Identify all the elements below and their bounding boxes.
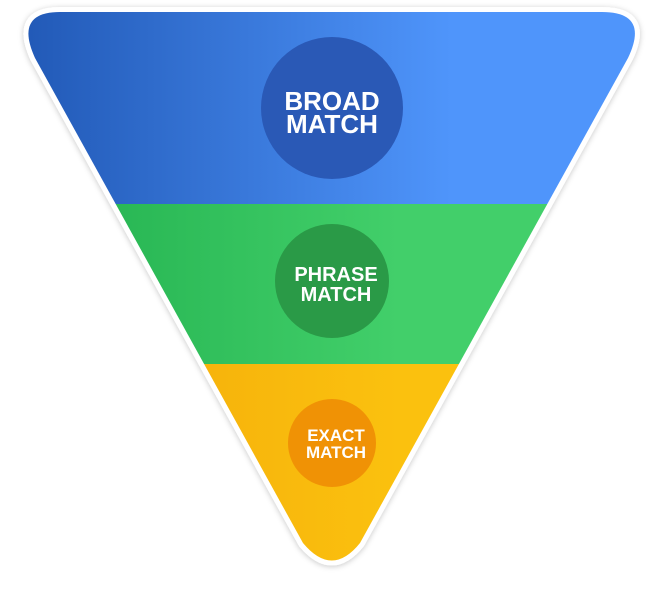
broad-match-label-line2: MATCH <box>286 109 378 139</box>
broad-match-label-line1: BROAD <box>284 86 379 116</box>
broad-match-node: BROAD MATCH <box>261 37 403 179</box>
exact-match-label-line2: MATCH <box>306 443 366 462</box>
exact-match-label-line1: EXACT <box>307 426 365 445</box>
phrase-match-circle <box>275 224 389 338</box>
exact-match-circle <box>288 399 376 487</box>
phrase-match-label-line1: PHRASE <box>294 264 377 286</box>
exact-match-node: EXACT MATCH <box>288 399 376 487</box>
phrase-match-node: PHRASE MATCH <box>275 224 389 338</box>
broad-match-circle <box>261 37 403 179</box>
phrase-match-label-line2: MATCH <box>301 284 372 306</box>
